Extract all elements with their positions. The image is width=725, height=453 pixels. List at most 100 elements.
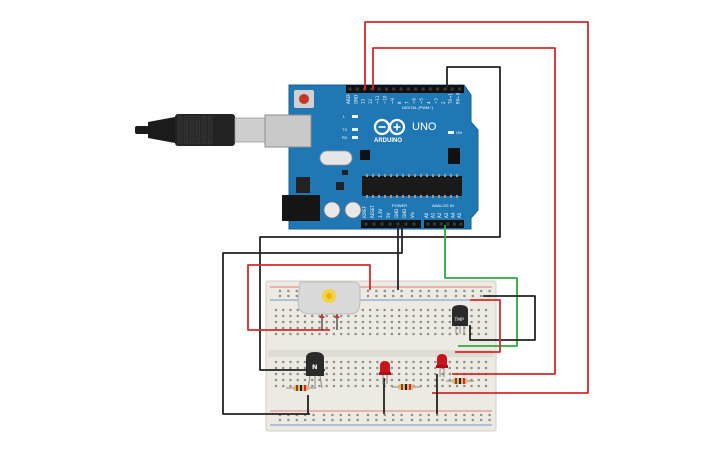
digital-pin-hole[interactable] — [414, 87, 418, 91]
breadboard-hole[interactable] — [412, 366, 415, 370]
breadboard-hole[interactable] — [369, 366, 372, 370]
breadboard-hole[interactable] — [376, 378, 379, 382]
breadboard-hole[interactable] — [441, 320, 444, 324]
digital-pin-hole[interactable] — [385, 87, 388, 91]
breadboard-hole[interactable] — [376, 320, 379, 324]
digital-pin-hole[interactable] — [450, 87, 454, 91]
breadboard-hole[interactable] — [311, 326, 314, 330]
breadboard-hole[interactable] — [419, 418, 422, 422]
breadboard-hole[interactable] — [412, 314, 415, 318]
breadboard-hole[interactable] — [434, 326, 437, 330]
breadboard-hole[interactable] — [480, 418, 483, 422]
breadboard-hole[interactable] — [331, 418, 334, 422]
breadboard-hole[interactable] — [311, 320, 314, 324]
breadboard-hole[interactable] — [390, 314, 393, 318]
breadboard-hole[interactable] — [419, 413, 422, 417]
breadboard-hole[interactable] — [296, 320, 299, 324]
breadboard-hole[interactable] — [347, 384, 350, 388]
breadboard-hole[interactable] — [304, 413, 307, 417]
breadboard-hole[interactable] — [419, 294, 422, 298]
breadboard-hole[interactable] — [376, 384, 379, 388]
breadboard-hole[interactable] — [426, 332, 430, 336]
breadboard-hole[interactable] — [444, 289, 447, 293]
breadboard-hole[interactable] — [339, 413, 342, 417]
breadboard-hole[interactable] — [477, 378, 480, 382]
breadboard-hole[interactable] — [412, 372, 415, 376]
breadboard-hole[interactable] — [347, 314, 350, 318]
breadboard-hole[interactable] — [412, 308, 415, 312]
breadboard-hole[interactable] — [332, 378, 336, 382]
breadboard-hole[interactable] — [332, 360, 336, 364]
breadboard-hole[interactable] — [426, 320, 430, 324]
breadboard-hole[interactable] — [405, 314, 408, 318]
npn-transistor[interactable]: N — [306, 352, 324, 389]
breadboard-hole[interactable] — [477, 332, 480, 336]
breadboard-hole[interactable] — [470, 360, 473, 364]
breadboard-hole[interactable] — [289, 320, 292, 324]
breadboard-hole[interactable] — [356, 418, 359, 422]
breadboard-hole[interactable] — [448, 384, 451, 388]
breadboard-hole[interactable] — [484, 320, 488, 324]
breadboard-hole[interactable] — [347, 360, 350, 364]
breadboard-hole[interactable] — [400, 413, 403, 417]
breadboard-hole[interactable] — [376, 372, 379, 376]
breadboard-hole[interactable] — [390, 372, 393, 376]
breadboard-hole[interactable] — [470, 332, 473, 336]
breadboard-hole[interactable] — [470, 308, 473, 312]
breadboard-hole[interactable] — [484, 314, 488, 318]
breadboard-hole[interactable] — [278, 294, 282, 298]
breadboard-hole[interactable] — [455, 360, 459, 364]
breadboard-hole[interactable] — [282, 372, 285, 376]
breadboard-hole[interactable] — [448, 366, 451, 370]
breadboard-hole[interactable] — [448, 314, 451, 318]
breadboard-hole[interactable] — [398, 366, 401, 370]
breadboard-hole[interactable] — [376, 332, 379, 336]
breadboard-hole[interactable] — [274, 332, 278, 336]
wire-red-motor-left[interactable] — [247, 264, 371, 331]
breadboard-hole[interactable] — [454, 413, 458, 417]
breadboard-hole[interactable] — [332, 384, 336, 388]
breadboard-hole[interactable] — [484, 360, 488, 364]
breadboard-hole[interactable] — [340, 332, 343, 336]
breadboard-hole[interactable] — [410, 289, 414, 293]
breadboard-hole[interactable] — [361, 332, 364, 336]
breadboard-hole[interactable] — [441, 372, 444, 376]
breadboard-hole[interactable] — [455, 332, 459, 336]
breadboard-hole[interactable] — [282, 366, 285, 370]
breadboard-hole[interactable] — [383, 332, 386, 336]
breadboard-hole[interactable] — [470, 320, 473, 324]
breadboard-hole[interactable] — [312, 413, 315, 417]
breadboard-hole[interactable] — [354, 320, 357, 324]
breadboard-hole[interactable] — [282, 332, 285, 336]
breadboard-hole[interactable] — [426, 384, 430, 388]
breadboard-hole[interactable] — [318, 314, 321, 318]
breadboard-hole[interactable] — [434, 384, 437, 388]
breadboard-hole[interactable] — [303, 332, 307, 336]
breadboard-hole[interactable] — [376, 308, 379, 312]
breadboard-hole[interactable] — [398, 360, 401, 364]
breadboard-hole[interactable] — [354, 314, 357, 318]
wire-red-pin11-right[interactable] — [372, 47, 556, 375]
breadboard-hole[interactable] — [470, 378, 473, 382]
analog-pin-hole[interactable] — [439, 222, 443, 226]
breadboard-hole[interactable] — [325, 314, 328, 318]
breadboard-hole[interactable] — [392, 294, 395, 298]
breadboard-hole[interactable] — [419, 308, 422, 312]
breadboard-hole[interactable] — [412, 332, 415, 336]
analog-pin-hole[interactable] — [452, 222, 456, 226]
wire-red-pin12-right[interactable] — [364, 21, 589, 394]
breadboard-hole[interactable] — [405, 372, 408, 376]
breadboard-hole[interactable] — [347, 366, 350, 370]
breadboard-hole[interactable] — [383, 308, 386, 312]
breadboard-hole[interactable] — [426, 314, 430, 318]
breadboard-hole[interactable] — [289, 314, 292, 318]
breadboard-hole[interactable] — [361, 320, 364, 324]
breadboard-hole[interactable] — [448, 308, 451, 312]
breadboard-hole[interactable] — [470, 366, 473, 370]
digital-header[interactable] — [346, 85, 464, 93]
breadboard-hole[interactable] — [455, 384, 459, 388]
breadboard-hole[interactable] — [412, 320, 415, 324]
breadboard-hole[interactable] — [318, 332, 321, 336]
dc-power-jack[interactable] — [282, 195, 320, 221]
breadboard-hole[interactable] — [463, 384, 466, 388]
